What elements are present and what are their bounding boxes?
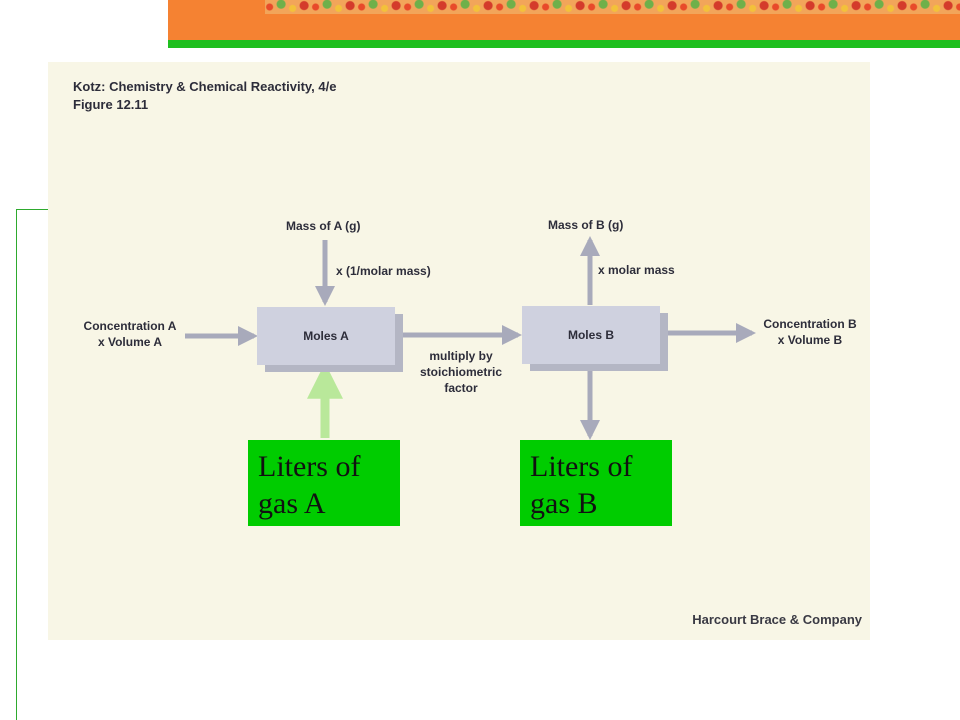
inverse-molar-mass-label: x (1/molar mass) <box>336 264 431 278</box>
mass-b-label: Mass of B (g) <box>548 218 624 232</box>
mass-a-label: Mass of A (g) <box>286 219 361 233</box>
figure-caption-title: Kotz: Chemistry & Chemical Reactivity, 4… <box>73 79 337 94</box>
header-green-band <box>168 40 960 48</box>
stoichiometric-factor-label: multiply by stoichiometric factor <box>419 349 503 395</box>
left-horizontal-rule <box>16 209 48 210</box>
moles-b-box: Moles B <box>522 306 660 364</box>
moles-a-label: Moles A <box>303 329 349 343</box>
liters-gas-a-box: Liters of gas A <box>248 440 400 526</box>
liters-gas-b-box: Liters of gas B <box>520 440 672 526</box>
moles-a-box: Moles A <box>257 307 395 365</box>
header-floral-strip <box>265 0 960 14</box>
molar-mass-label: x molar mass <box>598 263 675 277</box>
figure-panel <box>48 62 870 640</box>
publisher-credit: Harcourt Brace & Company <box>692 612 862 627</box>
concentration-a-label: Concentration A x Volume A <box>83 319 177 349</box>
moles-b-label: Moles B <box>567 328 614 342</box>
left-vertical-rule <box>16 209 17 720</box>
concentration-b-label: Concentration B x Volume B <box>763 317 857 347</box>
figure-caption-number: Figure 12.11 <box>73 97 149 112</box>
